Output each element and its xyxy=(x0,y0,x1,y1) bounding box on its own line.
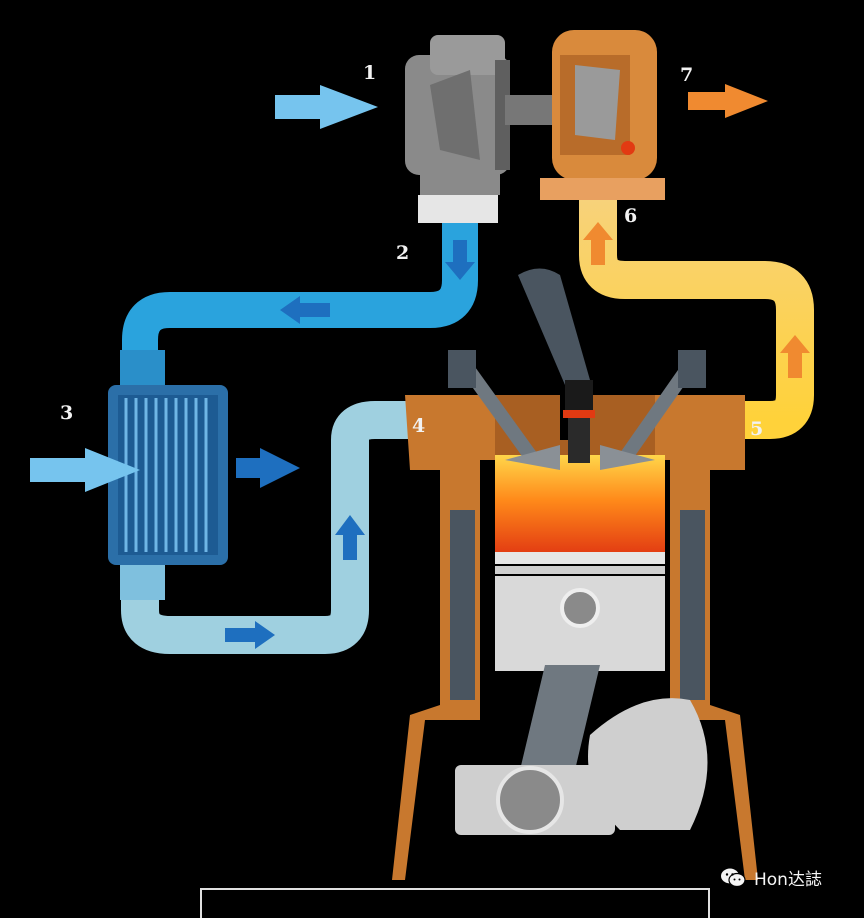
exhaust-valve xyxy=(600,350,706,470)
combustion-chamber xyxy=(495,455,665,555)
wechat-icon xyxy=(721,868,746,887)
flow-arrow-up-turbine xyxy=(583,222,613,265)
label-4: 4 xyxy=(412,415,426,437)
cold-air-pipe xyxy=(122,218,478,365)
exhaust-pipe xyxy=(579,200,814,439)
label-5: 5 xyxy=(750,418,764,440)
label-2: 2 xyxy=(396,242,410,264)
crank xyxy=(455,698,708,835)
flow-arrow-up-right xyxy=(780,335,810,378)
intercooler-out-arrow xyxy=(236,448,300,488)
label-3: 3 xyxy=(60,402,74,424)
intercooler xyxy=(108,350,228,600)
flow-arrow-down xyxy=(445,240,475,280)
flow-arrow-left xyxy=(280,296,330,324)
engine-block xyxy=(392,395,758,880)
caption-frame xyxy=(200,888,710,918)
label-6: 6 xyxy=(624,205,638,227)
connecting-rod xyxy=(520,665,600,770)
flow-arrow-up-left xyxy=(335,515,365,560)
compressor-housing xyxy=(405,35,510,223)
label-7: 7 xyxy=(680,64,694,86)
piston xyxy=(495,552,665,671)
turbine-housing xyxy=(540,30,665,200)
cool-air-pipe xyxy=(121,401,495,654)
injector xyxy=(518,268,595,463)
watermark-text: Hon达誌 xyxy=(754,870,822,890)
intake-valve xyxy=(448,350,560,470)
label-1: 1 xyxy=(363,62,377,84)
exhaust-outlet-arrow-7 xyxy=(688,84,768,118)
ambient-air-arrow-3 xyxy=(30,448,140,492)
watermark: Hon达誌 xyxy=(720,865,822,890)
intake-arrow-1 xyxy=(275,85,378,129)
flow-arrow-right xyxy=(225,621,275,649)
